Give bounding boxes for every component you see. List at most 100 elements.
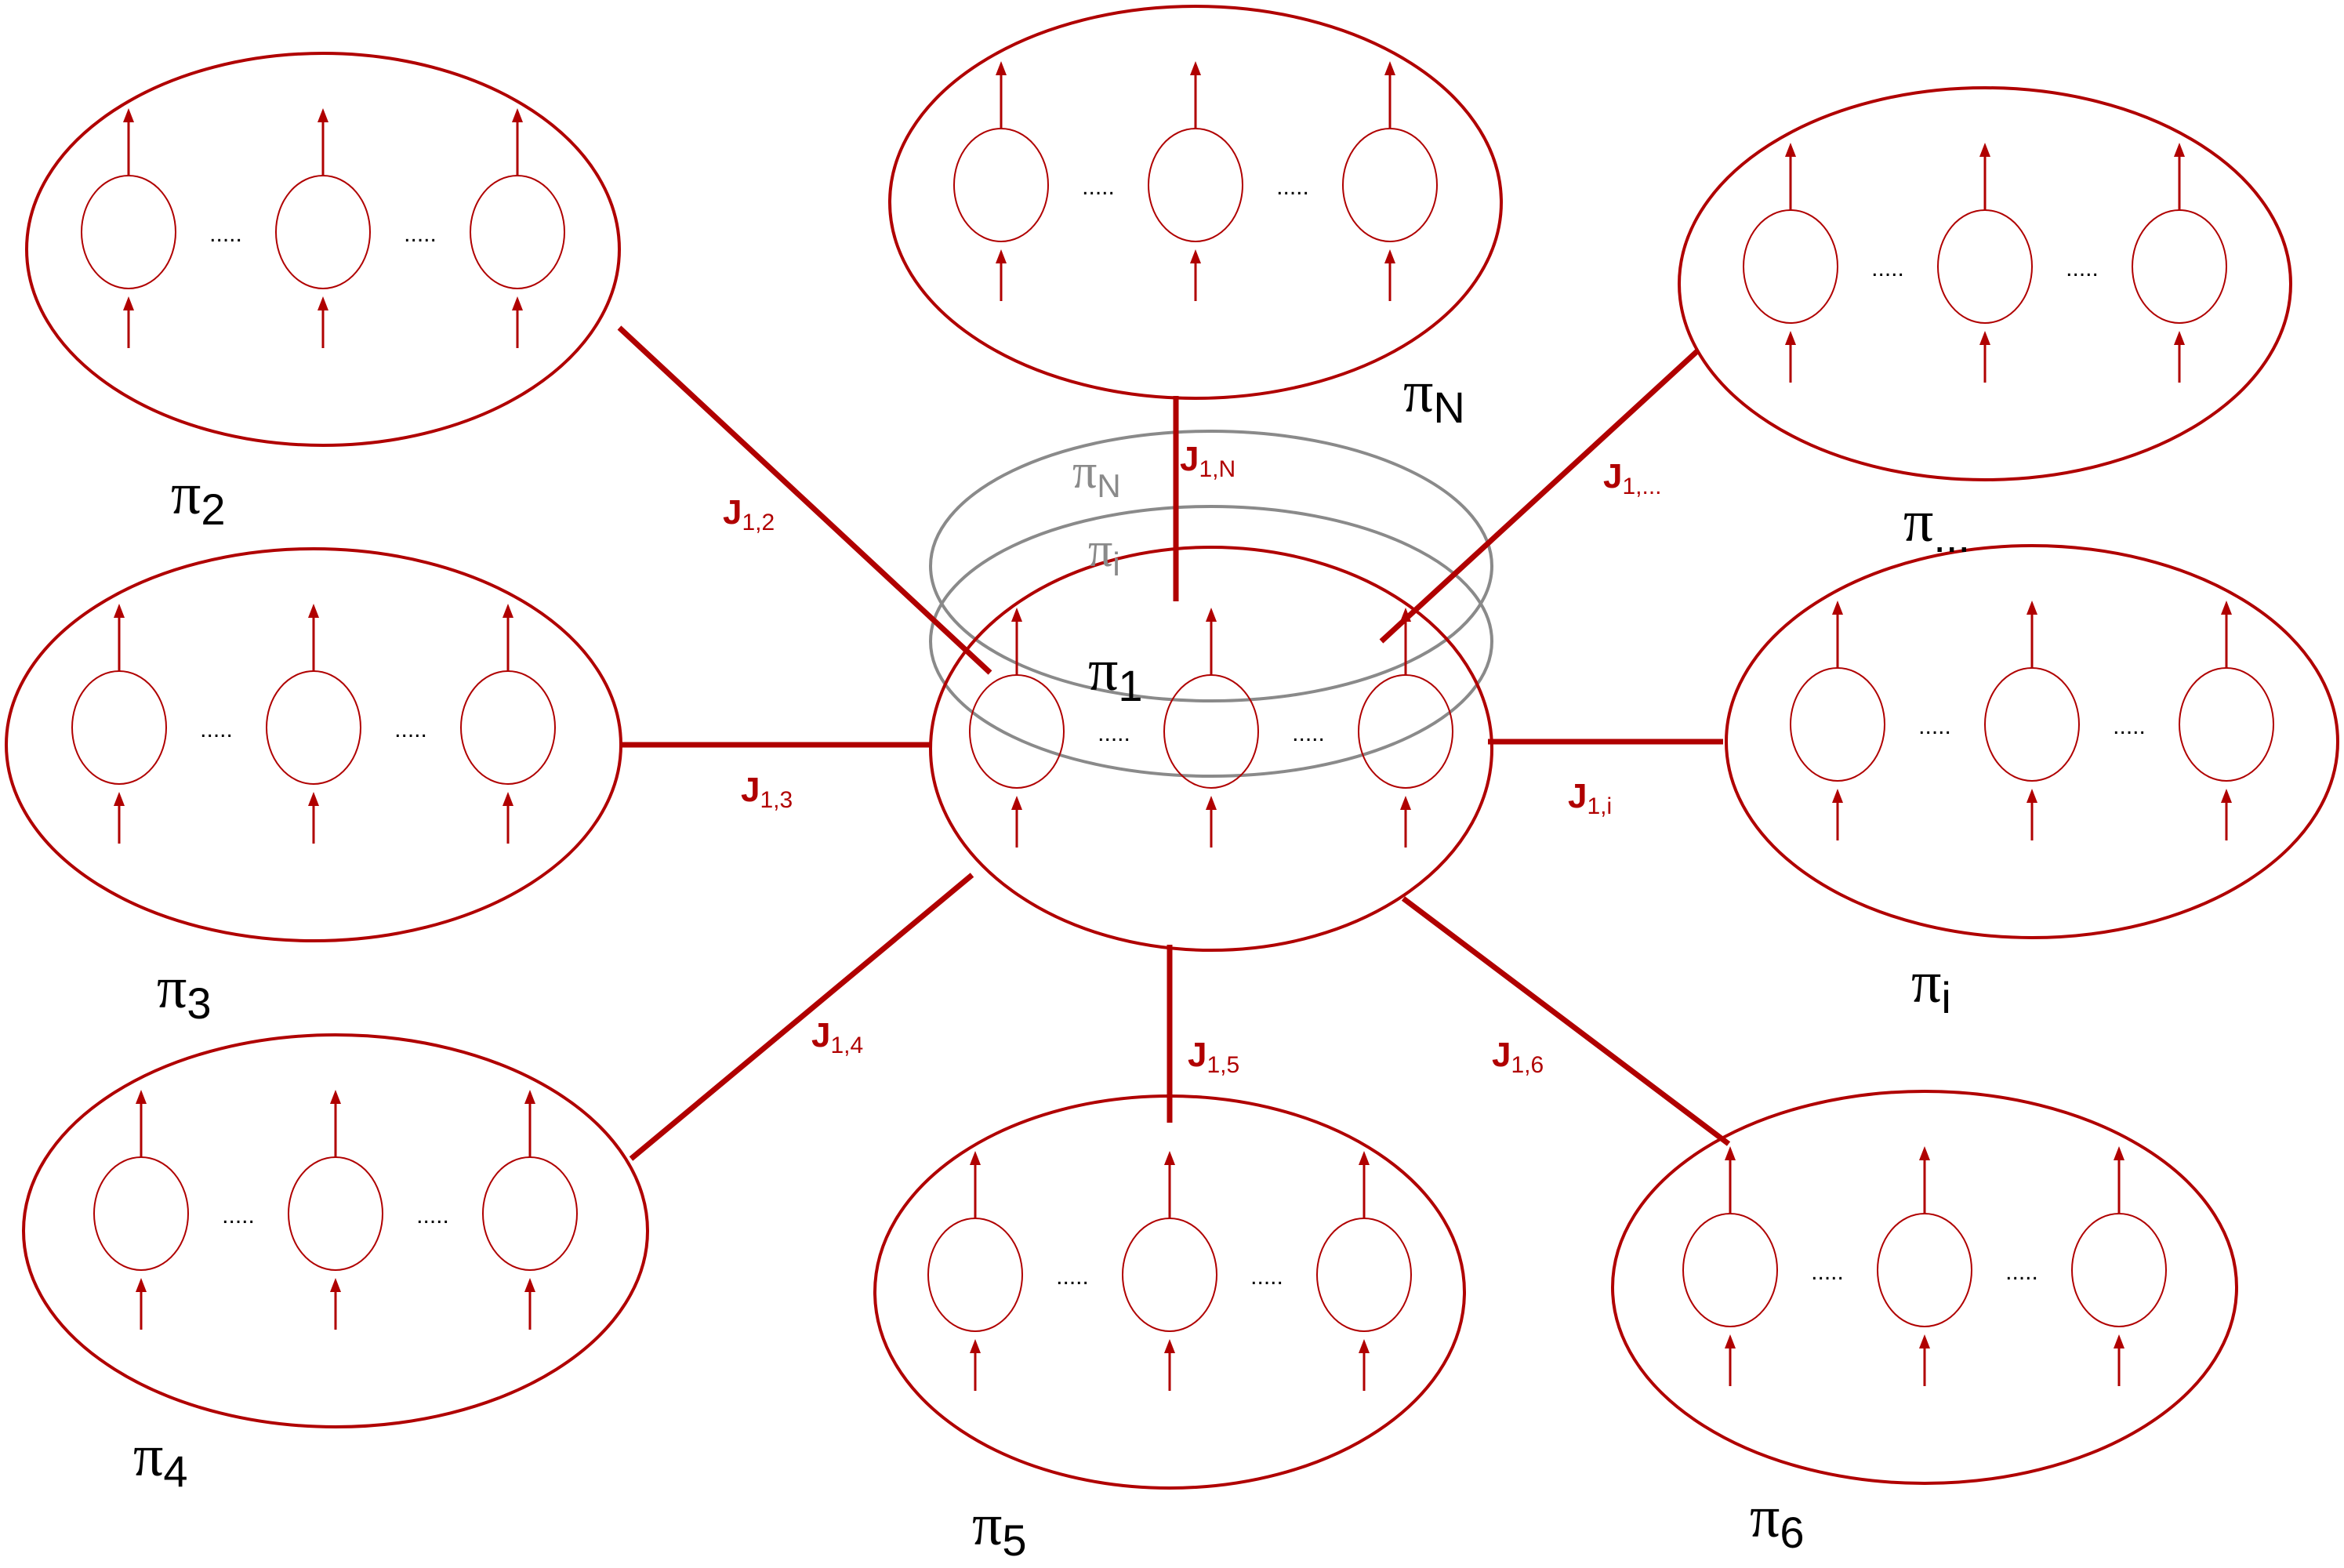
link-label-1-5: J1,5 bbox=[1188, 1036, 1239, 1078]
neuron-g6-2 bbox=[2071, 1213, 2167, 1327]
link-line-1-2 bbox=[617, 325, 992, 675]
label-pi-5: π5 bbox=[972, 1492, 1027, 1565]
population-boundary-g5 bbox=[873, 1094, 1466, 1490]
neuron-g6-0 bbox=[1682, 1213, 1778, 1327]
output-arrow-gN-0-head bbox=[996, 61, 1007, 75]
input-arrow-g2-1-head bbox=[317, 296, 328, 310]
input-arrow-gi-2-head bbox=[2221, 789, 2232, 803]
input-arrow-g2-0-head bbox=[123, 296, 134, 310]
neuron-gi-0 bbox=[1790, 667, 1885, 782]
neuron-separator-g3-1: ..... bbox=[394, 717, 427, 742]
input-arrow-gdots-0-head bbox=[1785, 331, 1796, 345]
input-arrow-g3-0-head bbox=[114, 792, 125, 806]
output-arrow-g1-2-head bbox=[1400, 608, 1411, 622]
neuron-gN-2 bbox=[1342, 128, 1438, 242]
input-arrow-gi-0-head bbox=[1832, 789, 1843, 803]
output-arrow-gi-0-head bbox=[1832, 601, 1843, 615]
neuron-separator-g6-1: ..... bbox=[2005, 1259, 2038, 1285]
neuron-separator-gdots-1: ..... bbox=[2066, 256, 2099, 281]
neuron-g5-2 bbox=[1316, 1218, 1412, 1332]
output-arrow-g3-2-head bbox=[503, 604, 513, 618]
output-arrow-g4-2-head bbox=[524, 1090, 535, 1104]
neuron-g4-1 bbox=[288, 1156, 383, 1271]
output-arrow-gdots-2-head bbox=[2174, 143, 2185, 157]
neuron-gN-0 bbox=[953, 128, 1049, 242]
population-group-gdots: .......... bbox=[1678, 86, 2292, 481]
ghost-layer-n bbox=[929, 430, 1493, 702]
link-line-1-dots bbox=[1379, 348, 1700, 644]
output-arrow-g3-0-head bbox=[114, 604, 125, 618]
neuron-g2-1 bbox=[275, 175, 371, 289]
label-pi-n: πN bbox=[1403, 359, 1465, 432]
ghost-layer-i bbox=[929, 505, 1493, 778]
input-arrow-g6-1-head bbox=[1919, 1334, 1930, 1348]
output-arrow-g2-2-head bbox=[512, 108, 523, 122]
neuron-separator-g2-0: ..... bbox=[209, 221, 242, 247]
input-arrow-g4-1-head bbox=[330, 1278, 341, 1292]
neuron-g2-2 bbox=[470, 175, 565, 289]
label-pi-i: πi bbox=[1911, 949, 1951, 1022]
neuron-gdots-0 bbox=[1743, 209, 1838, 324]
population-group-g5: .......... bbox=[873, 1094, 1466, 1490]
link-label-1-6: J1,6 bbox=[1492, 1036, 1544, 1078]
input-arrow-g6-2-head bbox=[2114, 1334, 2124, 1348]
population-group-g3: .......... bbox=[5, 547, 622, 942]
input-arrow-g6-0-head bbox=[1725, 1334, 1736, 1348]
input-arrow-g5-0-head bbox=[970, 1339, 981, 1353]
neuron-g1-1 bbox=[1163, 674, 1259, 789]
population-boundary-g1 bbox=[929, 546, 1493, 952]
output-arrow-gdots-0-head bbox=[1785, 143, 1796, 157]
population-boundary-gN bbox=[888, 5, 1503, 400]
output-arrow-gi-2-head bbox=[2221, 601, 2232, 615]
input-arrow-g3-2-head bbox=[503, 792, 513, 806]
population-group-gN: .......... bbox=[888, 5, 1503, 400]
neuron-g2-0 bbox=[81, 175, 176, 289]
output-arrow-g1-1-head bbox=[1206, 608, 1217, 622]
neuron-g5-1 bbox=[1122, 1218, 1217, 1332]
input-arrow-gdots-1-head bbox=[1979, 331, 1990, 345]
neuron-gi-2 bbox=[2179, 667, 2274, 782]
label-pi-dots: π... bbox=[1903, 488, 1970, 561]
neuron-separator-g1-1: ..... bbox=[1292, 720, 1325, 746]
neuron-separator-g4-1: ..... bbox=[416, 1203, 449, 1229]
neuron-gN-1 bbox=[1148, 128, 1243, 242]
output-arrow-g1-0-head bbox=[1011, 608, 1022, 622]
output-arrow-g2-0-head bbox=[123, 108, 134, 122]
neuron-separator-g2-1: ..... bbox=[404, 221, 437, 247]
link-label-1-n: J1,N bbox=[1180, 440, 1235, 482]
neuron-gdots-1 bbox=[1937, 209, 2033, 324]
neuron-separator-g1-0: ..... bbox=[1098, 720, 1130, 746]
neuron-separator-g5-0: ..... bbox=[1056, 1264, 1089, 1290]
population-boundary-g6 bbox=[1611, 1090, 2238, 1485]
input-arrow-gi-1-head bbox=[2027, 789, 2037, 803]
output-arrow-g5-1-head bbox=[1164, 1151, 1175, 1165]
input-arrow-gdots-2-head bbox=[2174, 331, 2185, 345]
label-pi-4: π4 bbox=[133, 1423, 188, 1496]
output-arrow-gdots-1-head bbox=[1979, 143, 1990, 157]
input-arrow-g5-1-head bbox=[1164, 1339, 1175, 1353]
input-arrow-gN-2-head bbox=[1384, 249, 1395, 263]
output-arrow-gN-2-head bbox=[1384, 61, 1395, 75]
neuron-separator-g3-0: ..... bbox=[200, 717, 233, 742]
link-label-1-4: J1,4 bbox=[811, 1016, 863, 1058]
label-pi-6: π6 bbox=[1750, 1484, 1805, 1557]
population-boundary-g2 bbox=[25, 52, 621, 447]
population-group-g6: .......... bbox=[1611, 1090, 2238, 1485]
neuron-separator-g6-0: ..... bbox=[1811, 1259, 1844, 1285]
neuron-separator-gdots-0: ..... bbox=[1871, 256, 1904, 281]
output-arrow-g6-2-head bbox=[2114, 1146, 2124, 1160]
input-arrow-g2-2-head bbox=[512, 296, 523, 310]
neuron-gi-1 bbox=[1984, 667, 2080, 782]
population-boundary-g3 bbox=[5, 547, 622, 942]
link-line-1-6 bbox=[1401, 896, 1731, 1146]
neuron-separator-g5-1: ..... bbox=[1250, 1264, 1283, 1290]
neuron-separator-gi-0: ..... bbox=[1918, 713, 1951, 739]
input-arrow-g1-0-head bbox=[1011, 796, 1022, 810]
input-arrow-gN-0-head bbox=[996, 249, 1007, 263]
input-arrow-g1-2-head bbox=[1400, 796, 1411, 810]
population-groups: ........................................… bbox=[5, 5, 2339, 1490]
output-arrow-g2-1-head bbox=[317, 108, 328, 122]
link-label-1-dots: J1,... bbox=[1603, 457, 1662, 499]
neuron-separator-g4-0: ..... bbox=[222, 1203, 255, 1229]
